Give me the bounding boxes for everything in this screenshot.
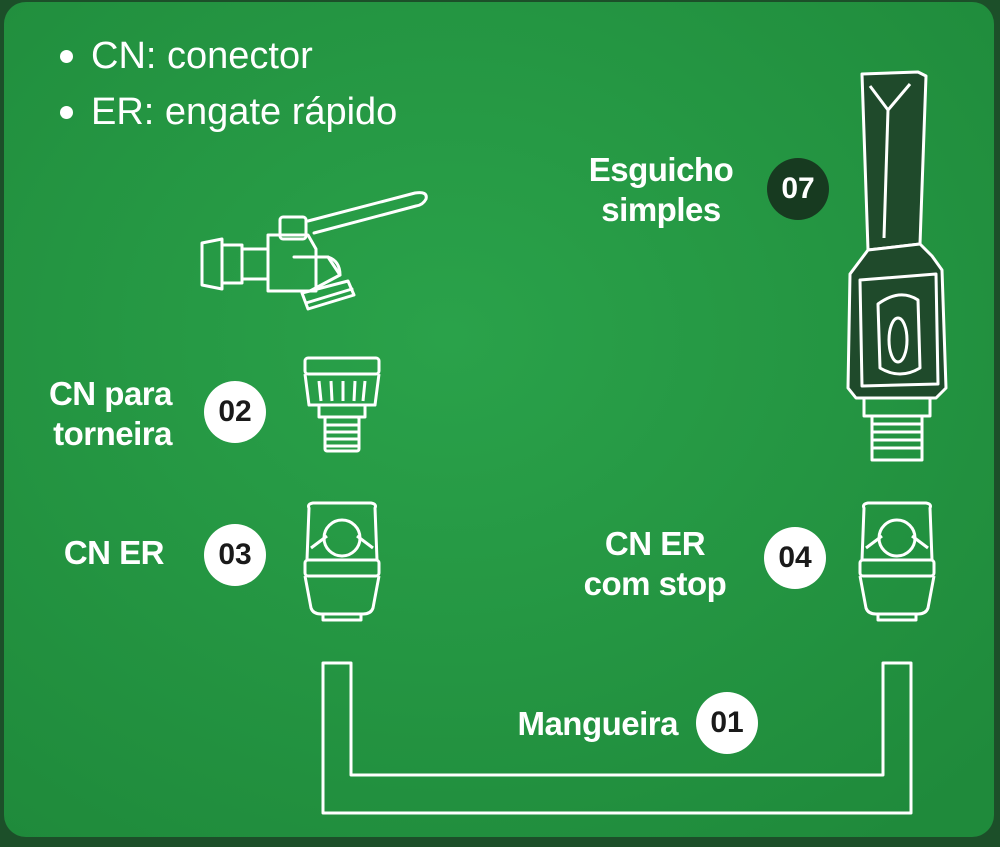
faucet-icon [200,191,428,311]
bullet-icon [60,105,73,119]
part-02-label-line2: torneira [53,415,172,452]
part-07-label-line1: Esguicho [588,151,734,188]
part-01-label: Mangueira [517,705,678,742]
part-04-label: CN ER com stop [560,524,750,604]
quick-connector-icon [303,501,381,622]
hose-icon [321,661,913,815]
quick-connector-stop-icon [858,501,936,622]
part-03-label: CN ER [63,534,165,571]
part-07-number-badge: 07 [767,158,829,220]
spray-nozzle-icon [846,70,948,462]
bullet-icon [60,49,73,63]
legend: CN: conector ER: engate rápido [60,28,397,140]
part-04-label-line2: com stop [583,565,727,602]
part-07-label: Esguicho simples [566,150,756,230]
part-02-number-badge: 02 [204,381,266,443]
legend-item: ER: engate rápido [60,84,397,140]
legend-item: CN: conector [60,28,397,84]
part-04-label-line1: CN ER [604,525,706,562]
part-02-label-line1: CN para [48,375,173,412]
part-03-number-badge: 03 [204,524,266,586]
part-02-label: CN para torneira [14,374,173,454]
part-07-label-line2: simples [601,191,721,228]
legend-item-er: ER: engate rápido [91,91,398,133]
tap-connector-icon [303,356,381,453]
legend-item-cn: CN: conector [91,35,313,77]
part-01-number-badge: 01 [696,692,758,754]
part-04-number-badge: 04 [764,527,826,589]
